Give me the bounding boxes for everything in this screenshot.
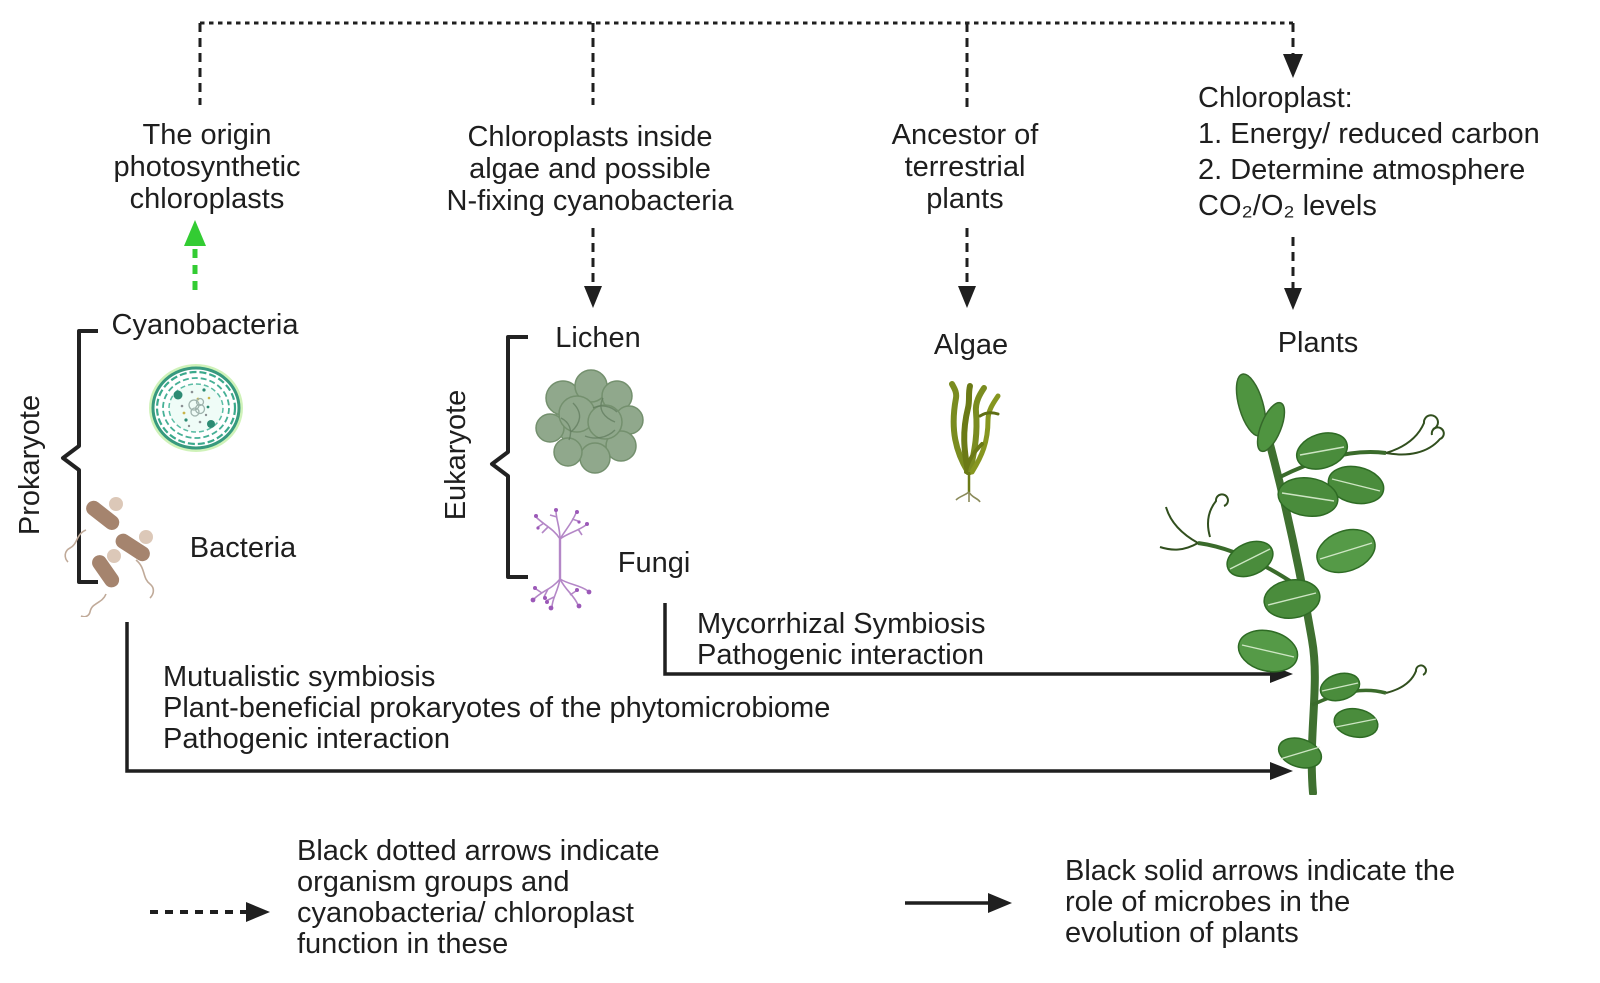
label-bacteria: Bacteria <box>189 532 297 564</box>
header-line: The origin <box>142 119 272 151</box>
header-line: N-fixing cyanobacteria <box>446 185 734 217</box>
label-cyanobacteria: Cyanobacteria <box>111 309 299 341</box>
header-line: algae and possible <box>469 153 711 185</box>
interaction-line: Pathogenic interaction <box>697 639 984 671</box>
fungi-interaction-text: Mycorrhizal Symbiosis Pathogenic interac… <box>697 609 985 671</box>
header-origin-chloroplasts: The origin photosynthetic chloroplasts <box>113 119 300 215</box>
label-fungi: Fungi <box>617 547 691 579</box>
bacteria-icon <box>64 497 155 617</box>
cyanobacteria-icon <box>149 364 243 452</box>
header-line: plants <box>926 183 1004 215</box>
header-line: terrestrial <box>904 151 1026 183</box>
bacteria-interaction-text: Mutualistic symbiosis Plant-beneficial p… <box>163 662 830 755</box>
header-line: CO₂/O₂ levels <box>1198 190 1377 222</box>
legend-solid-text: Black solid arrows indicate the role of … <box>1065 856 1455 949</box>
interaction-line: Mutualistic symbiosis <box>163 661 436 693</box>
dashed-arrow-plants-icon <box>1284 237 1302 310</box>
legend-dotted-text: Black dotted arrows indicate organism gr… <box>297 836 660 960</box>
legend-line: role of microbes in the <box>1065 886 1351 918</box>
group-label-eukaryote: Eukaryote <box>440 389 472 521</box>
legend-dotted-arrow-icon <box>150 902 270 922</box>
header-line: chloroplasts <box>129 183 285 215</box>
legend-line: organism groups and <box>297 866 570 898</box>
top-dotted-line <box>198 21 1295 107</box>
dashed-arrow-algae-icon <box>958 228 976 308</box>
header-line: Ancestor of <box>891 119 1039 151</box>
algae-icon <box>949 381 1001 503</box>
top-dotted-arrowhead-icon <box>1283 54 1303 78</box>
green-up-arrow-icon <box>184 220 206 290</box>
interaction-line: Plant-beneficial prokaryotes of the phyt… <box>163 692 831 724</box>
interaction-line: Mycorrhizal Symbiosis <box>697 608 986 640</box>
legend-line: cyanobacteria/ chloroplast <box>297 897 634 929</box>
header-line: Chloroplast: <box>1198 82 1353 114</box>
header-ancestor-terrestrial: Ancestor of terrestrial plants <box>892 119 1039 215</box>
label-algae: Algae <box>933 329 1009 361</box>
header-line: photosynthetic <box>113 151 301 183</box>
dashed-arrow-lichen-icon <box>584 228 602 308</box>
prokaryote-bracket <box>61 329 98 584</box>
header-line: 1. Energy/ reduced carbon <box>1198 118 1540 150</box>
eukaryote-bracket <box>490 335 528 579</box>
header-line: Chloroplasts inside <box>467 121 713 153</box>
header-chloroplasts-algae: Chloroplasts inside algae and possible N… <box>447 121 734 217</box>
legend-line: Black solid arrows indicate the <box>1065 855 1456 887</box>
lichen-icon <box>535 369 644 474</box>
label-lichen: Lichen <box>555 322 641 354</box>
header-line: 2. Determine atmosphere <box>1198 154 1526 186</box>
fungi-icon <box>530 508 592 611</box>
legend-line: function in these <box>297 928 509 960</box>
interaction-line: Pathogenic interaction <box>163 723 450 755</box>
legend-solid-arrow-icon <box>905 893 1012 913</box>
label-plants: Plants <box>1277 327 1359 359</box>
plant-icon <box>1159 373 1445 795</box>
header-chloroplast-function: Chloroplast: 1. Energy/ reduced carbon 2… <box>1198 80 1540 224</box>
legend-line: Black dotted arrows indicate <box>297 835 660 867</box>
group-label-prokaryote: Prokaryote <box>14 394 46 536</box>
legend-line: evolution of plants <box>1065 917 1299 949</box>
